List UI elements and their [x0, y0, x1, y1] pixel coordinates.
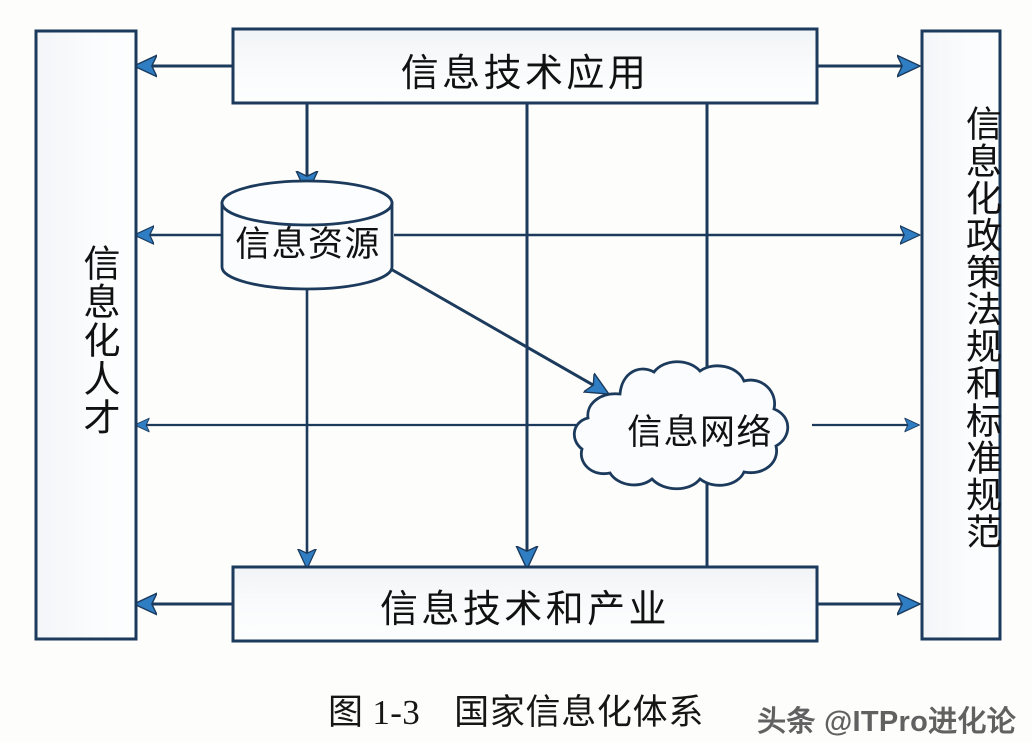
- node-cylinder-label: 信息资源: [235, 225, 381, 264]
- node-left-pillar[interactable]: [34, 29, 138, 641]
- figure-caption-number: 图 1-3: [327, 693, 421, 732]
- node-top-box-label: 信息技术应用: [400, 53, 650, 95]
- node-bottom-box-label: 信息技术和产业: [380, 589, 670, 631]
- node-left-pillar-label: 信息化人才: [77, 243, 118, 437]
- node-right-pillar[interactable]: [920, 29, 1002, 641]
- node-right-pillar-label: 信息化政策法规和标准规范: [961, 104, 1001, 550]
- figure-caption-title: 国家信息化体系: [454, 693, 705, 732]
- watermark-text: 头条 @ITPro进化论: [757, 706, 1016, 738]
- edge-cylinder-to-cloud: [388, 266, 607, 393]
- node-cloud-label: 信息网络: [627, 413, 773, 452]
- figure-caption: 图 1-3 国家信息化体系: [0, 684, 1032, 735]
- connector-lines: [136, 66, 918, 604]
- node-bottom-box[interactable]: [231, 565, 819, 643]
- node-cloud[interactable]: [573, 360, 790, 491]
- node-cylinder[interactable]: [220, 179, 394, 291]
- node-top-box[interactable]: [231, 27, 819, 105]
